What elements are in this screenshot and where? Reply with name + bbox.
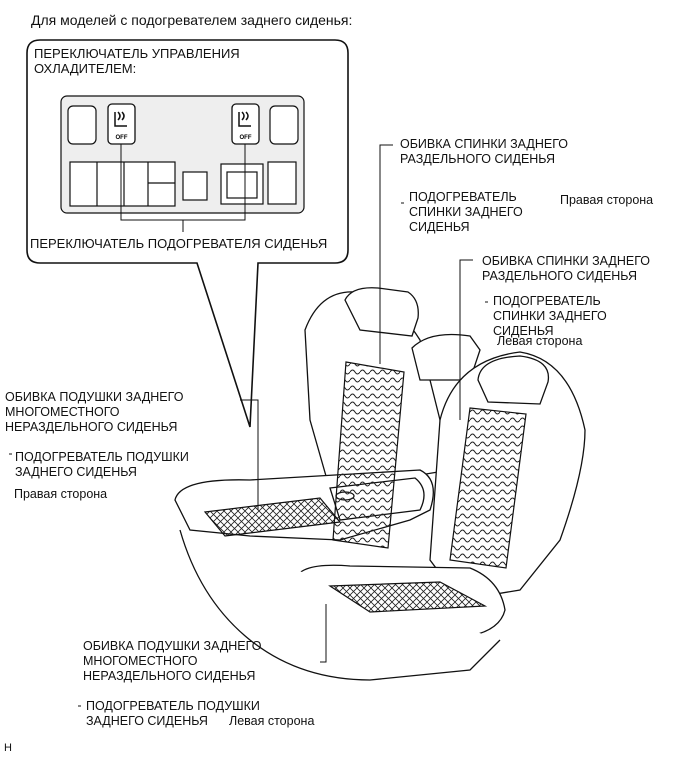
label-seatback-trim-right: ОБИВКА СПИНКИ ЗАДНЕГО РАЗДЕЛЬНОГО СИДЕНЬ… xyxy=(400,137,569,166)
label-left-side-2: Левая сторона xyxy=(229,714,315,728)
seatback-heater-left-element xyxy=(449,407,527,569)
label-seatback-trim-left: ОБИВКА СПИНКИ ЗАДНЕГО РАЗДЕЛЬНОГО СИДЕНЬ… xyxy=(482,254,651,283)
label-seatback-heater-right: ПОДОГРЕВАТЕЛЬ СПИНКИ ЗАДНЕГО СИДЕНЬЯ xyxy=(409,190,523,234)
label-seatback-heater-left: ПОДОГРЕВАТЕЛЬ СПИНКИ ЗАДНЕГО СИДЕНЬЯ xyxy=(493,294,607,338)
label-cushion-trim-right: ОБИВКА ПОДУШКИ ЗАДНЕГО МНОГОМЕСТНОГО НЕР… xyxy=(5,390,184,434)
cushion-heater-left-element xyxy=(328,581,488,613)
label-cushion-heater-left: ПОДОГРЕВАТЕЛЬ ПОДУШКИ ЗАДНЕГО СИДЕНЬЯ xyxy=(86,699,260,728)
figure-code: H xyxy=(4,742,12,754)
label-right-side-2: Правая сторона xyxy=(14,487,108,501)
page-heading: Для моделей с подогревателем заднего сид… xyxy=(31,12,353,28)
leader-lines xyxy=(9,144,488,707)
callout-title: ПЕРЕКЛЮЧАТЕЛЬ УПРАВЛЕНИЯ ОХЛАДИТЕЛЕМ: xyxy=(34,46,240,76)
label-left-side-1: Левая сторона xyxy=(497,334,583,348)
switch-leader xyxy=(120,144,246,232)
label-cushion-heater-right: ПОДОГРЕВАТЕЛЬ ПОДУШКИ ЗАДНЕГО СИДЕНЬЯ xyxy=(15,450,189,479)
switch-caption: ПЕРЕКЛЮЧАТЕЛЬ ПОДОГРЕВАТЕЛЯ СИДЕНЬЯ xyxy=(30,236,328,251)
off-label-left: OFF xyxy=(116,135,128,141)
cushion-heater-right-element xyxy=(203,497,342,537)
off-label-right: OFF xyxy=(240,135,252,141)
switch-panel xyxy=(60,95,305,214)
label-cushion-trim-left: ОБИВКА ПОДУШКИ ЗАДНЕГО МНОГОМЕСТНОГО НЕР… xyxy=(83,639,262,683)
label-right-side-1: Правая сторона xyxy=(560,193,654,207)
seat-heater-switch-left xyxy=(107,103,136,145)
seatback-heater-right-element xyxy=(332,361,405,549)
